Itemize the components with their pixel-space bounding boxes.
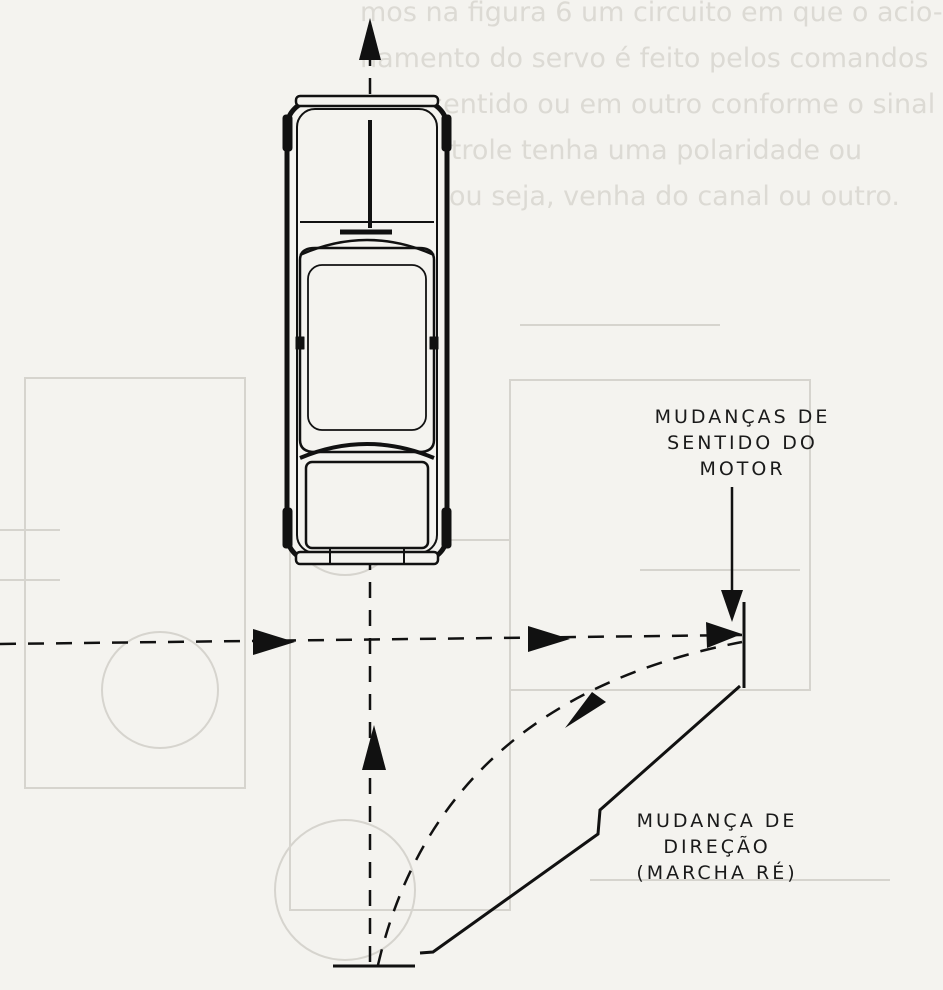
car-direction-diagram	[0, 18, 890, 968]
reverse-bracket-line	[419, 684, 741, 955]
right-arrow-icon	[253, 629, 295, 655]
reverse-line-3: (MARCHA RÉ)	[636, 862, 798, 884]
right-arrow-icon	[706, 622, 742, 648]
ghost-line: mos na figura 6 um circuito em que o aci…	[360, 0, 943, 28]
reverse-line-1: MUDANÇA DE	[636, 810, 798, 832]
ghost-line: num sentido ou em outro conforme o sinal	[360, 89, 936, 120]
ghost-line: namento do servo é feito pelos comandos	[360, 43, 929, 74]
up-arrow-icon	[362, 725, 386, 770]
motor-direction-label: MUDANÇAS DE SENTIDO DO MOTOR	[640, 404, 845, 482]
down-arrow-icon	[721, 590, 743, 622]
motor-direction-line-2: SENTIDO DO	[667, 432, 818, 454]
car-top-view	[282, 94, 452, 566]
reverse-line-2: DIREÇÃO	[663, 836, 771, 858]
horizontal-path-line	[0, 633, 743, 646]
motor-direction-line-1: MUDANÇAS DE	[654, 406, 831, 428]
down-left-arrow-icon	[565, 692, 606, 728]
motor-direction-line-3: MOTOR	[699, 458, 786, 480]
forward-arrow-icon	[359, 18, 381, 60]
right-arrow-icon	[528, 626, 570, 652]
ghost-line: outra, ou seja, venha do canal ou outro.	[360, 181, 901, 212]
reverse-direction-label: MUDANÇA DE DIREÇÃO (MARCHA RÉ)	[612, 808, 822, 886]
